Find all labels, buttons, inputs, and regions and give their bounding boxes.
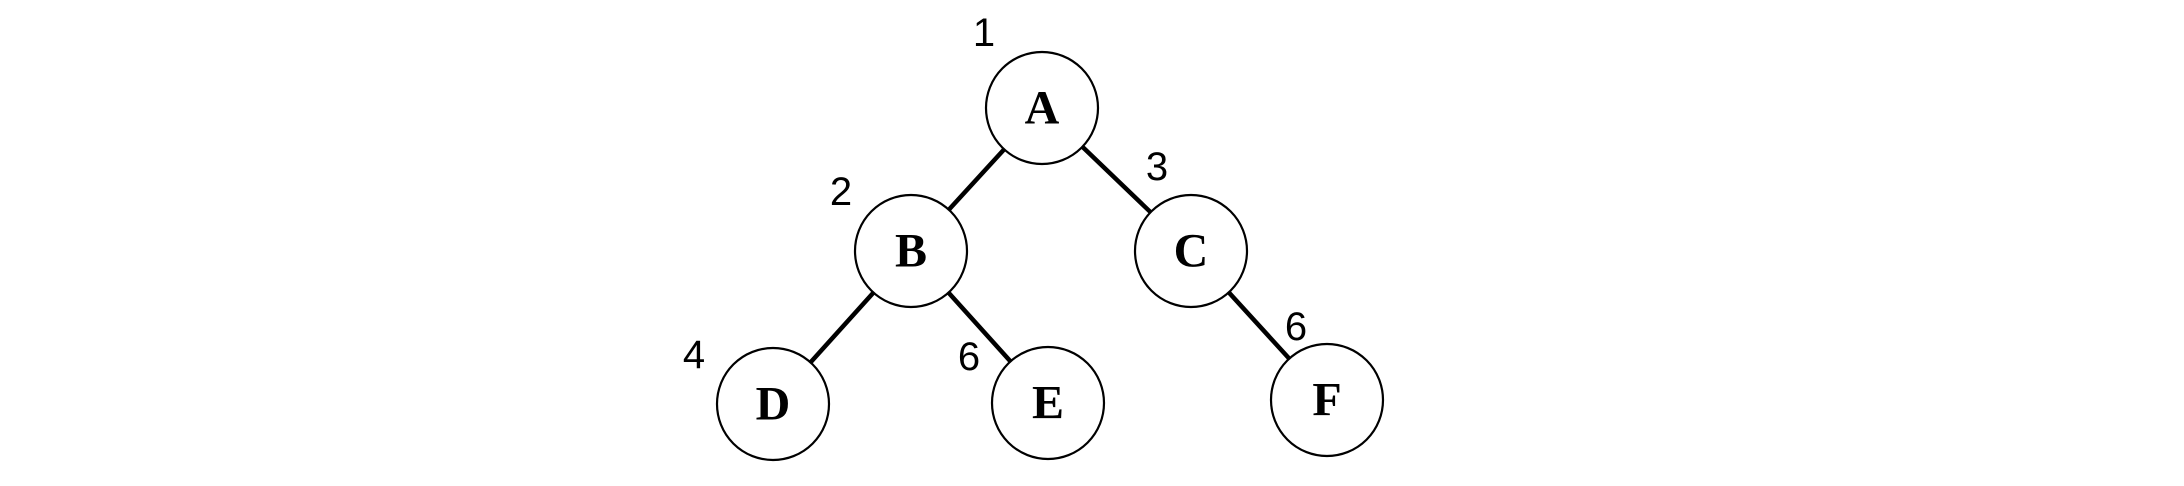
node-circle-A [984, 50, 1100, 166]
node-label-C: C [1174, 225, 1209, 278]
node-circle-E [990, 345, 1106, 461]
node-label-A: A [1025, 82, 1060, 135]
node-annotation-D: 4 [683, 333, 705, 377]
node-circle-D [715, 346, 831, 462]
node-annotation-B: 2 [830, 170, 852, 214]
node-circle-B [853, 193, 969, 309]
node-annotation-F: 6 [1285, 305, 1307, 349]
node-circle-F [1269, 342, 1385, 458]
node-annotation-A: 1 [973, 11, 995, 55]
node-annotation-C: 3 [1146, 145, 1168, 189]
node-circle-C [1133, 193, 1249, 309]
node-annotation-E: 6 [958, 335, 980, 379]
node-label-E: E [1032, 377, 1064, 430]
node-label-F: F [1312, 374, 1341, 427]
node-label-B: B [895, 225, 927, 278]
node-label-D: D [756, 378, 791, 431]
